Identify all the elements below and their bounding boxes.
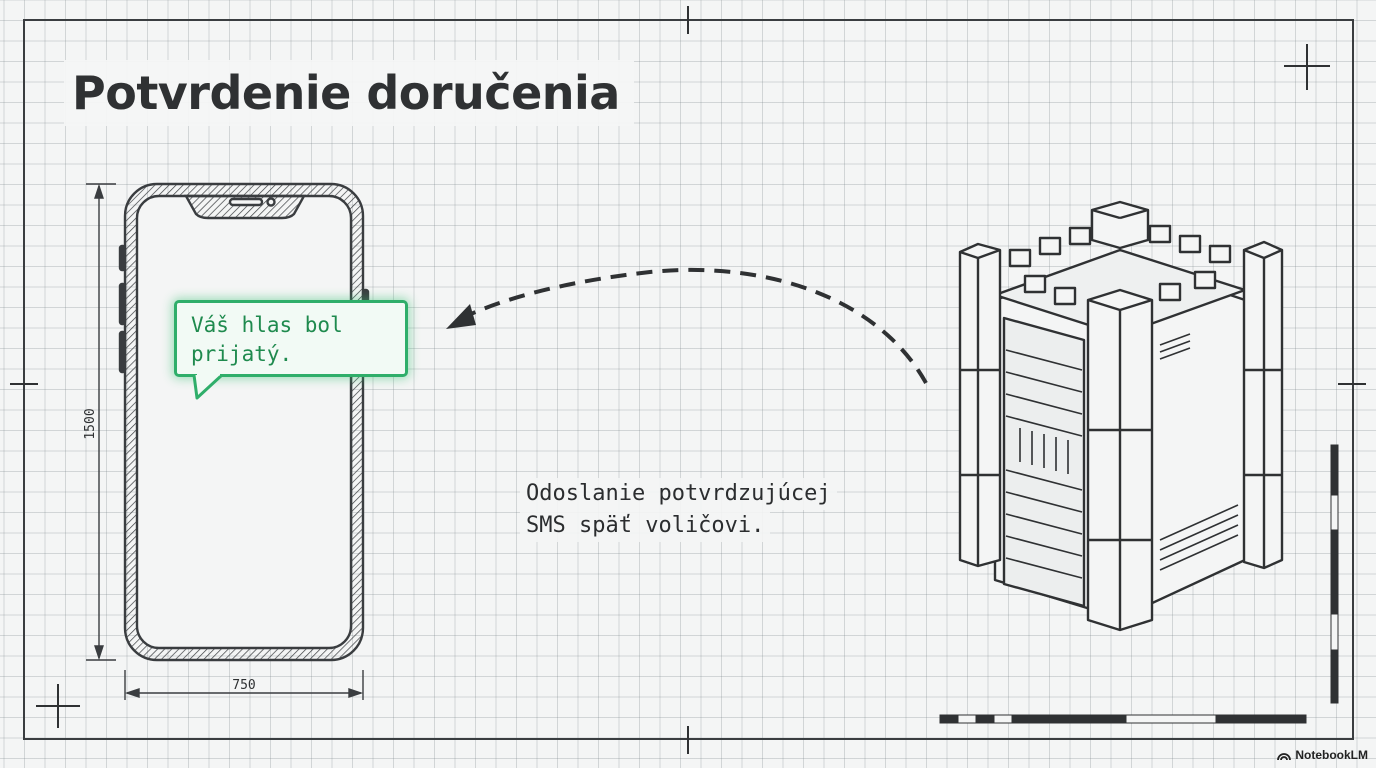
page-title: Potvrdenie doručenia	[64, 60, 634, 126]
crosshair-icon	[36, 684, 80, 728]
sms-bubble: Váš hlas bol prijatý.	[174, 300, 408, 377]
arrowhead-icon	[446, 304, 476, 329]
caption: Odoslanie potvrdzujúcej SMS späť voličov…	[520, 478, 900, 542]
sms-text-line-2: prijatý.	[191, 342, 293, 366]
dimension-height	[86, 183, 116, 661]
brand-name: NotebookLM	[1295, 748, 1368, 762]
crosshair-icon	[1284, 44, 1330, 90]
server-tower-icon	[958, 200, 1284, 632]
caption-line-1: Odoslanie potvrdzujúcej	[520, 478, 837, 510]
dimension-width-label: 750	[232, 678, 255, 693]
scale-bar-horizontal	[939, 714, 1307, 724]
dimension-height-label: 1500	[83, 408, 98, 439]
notebooklm-logo-icon	[1277, 752, 1292, 760]
scale-bar-vertical	[1330, 444, 1339, 704]
frame-ticks	[10, 6, 1366, 754]
brand-watermark: NotebookLM	[1277, 748, 1368, 762]
dimension-width	[124, 670, 364, 700]
sms-text-line-1: Váš hlas bol	[191, 313, 343, 337]
phone-icon	[118, 182, 370, 662]
arrow-icon	[461, 267, 928, 384]
caption-line-2: SMS späť voličovi.	[520, 510, 771, 542]
